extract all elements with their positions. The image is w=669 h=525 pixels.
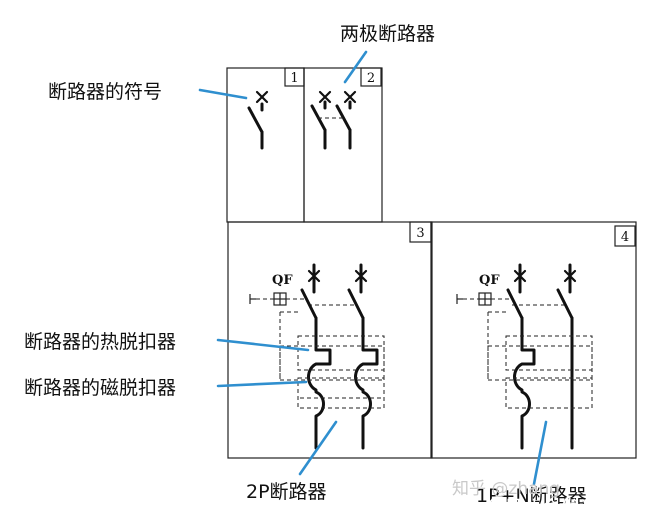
leader-magnetic [216, 380, 308, 388]
label-magnetic-trip: 断路器的磁脱扣器 [24, 377, 176, 399]
leader-2p [298, 420, 338, 476]
leader-1p-n [532, 420, 548, 486]
breaker-2p-drawing [249, 263, 385, 450]
panel-number-4: 4 [621, 230, 629, 245]
breaker-symbol-1p [247, 90, 269, 150]
breaker-1p-n-drawing [456, 263, 593, 450]
leader-lines [198, 50, 548, 486]
leader-two-pole [343, 50, 368, 84]
breaker-symbol-2p [310, 90, 357, 150]
watermark-toutiao: 头条号 / 会发光的太阳 [466, 497, 655, 519]
label-thermal-trip: 断路器的热脱扣器 [24, 331, 176, 353]
panel-1: 1 [226, 67, 305, 223]
panel-number-3: 3 [416, 226, 424, 241]
panel-4: 4 QF [430, 221, 637, 459]
watermark-zhihu: 知乎 @zhang [452, 479, 560, 499]
label-two-pole-breaker: 两极断路器 [340, 23, 435, 45]
label-breaker-symbol: 断路器的符号 [48, 81, 162, 103]
panel-3: 3 QF [227, 221, 433, 459]
panel-2: 2 [303, 67, 383, 223]
qf-label-1p-n: QF [479, 273, 500, 288]
panel-number-1: 1 [290, 71, 298, 86]
qf-label-2p: QF [272, 273, 293, 288]
label-2p-breaker: 2P断路器 [246, 481, 327, 503]
panel-number-2: 2 [367, 71, 375, 86]
label-1p-n-breaker: 1P+N断路器 [476, 485, 587, 507]
leader-thermal [216, 338, 310, 352]
leader-symbol [198, 88, 248, 100]
